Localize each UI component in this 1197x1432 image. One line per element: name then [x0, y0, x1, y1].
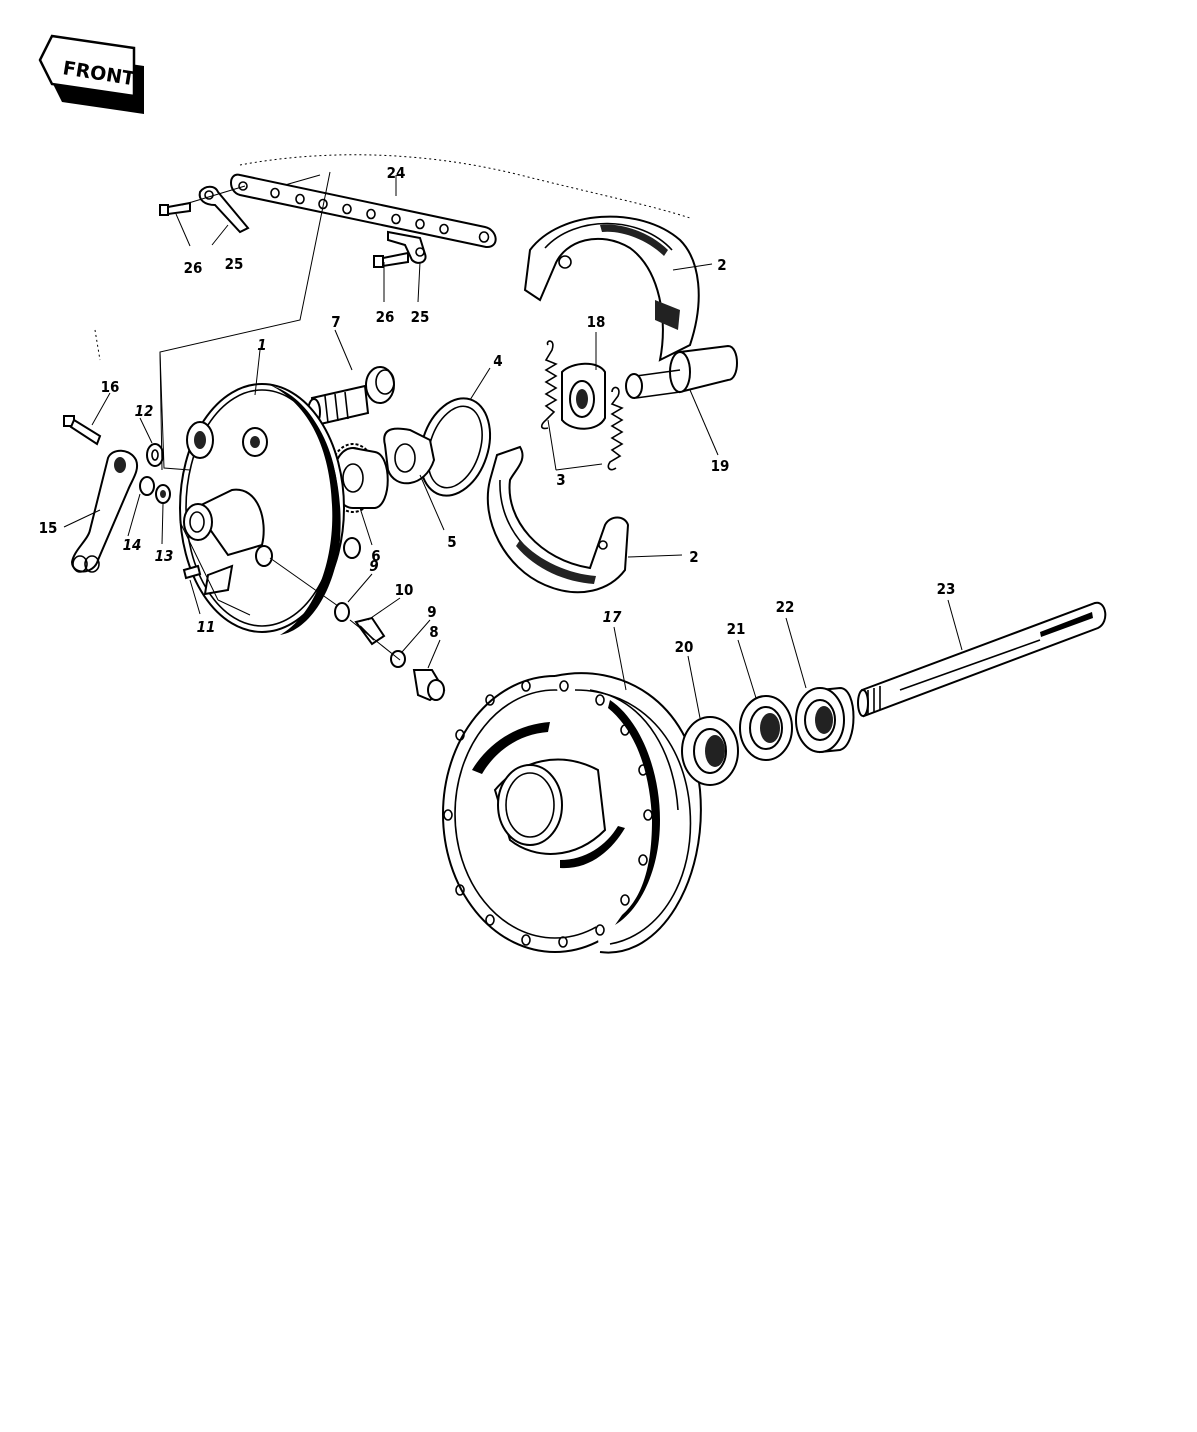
- part-label-19: 19: [711, 457, 730, 475]
- bolt-right: [373, 251, 409, 268]
- part-label-8: 8: [429, 623, 438, 641]
- part-label-9: 9: [369, 557, 378, 575]
- part-label-6: 6: [371, 547, 380, 565]
- brake-cam: [307, 366, 395, 427]
- speedometer-bushing: [412, 669, 446, 702]
- speedometer-pinion: [354, 616, 386, 646]
- return-springs: [540, 340, 624, 471]
- part-label-26: 26: [184, 259, 203, 277]
- brake-cam-shaft: [625, 344, 738, 399]
- part-label-18: 18: [587, 313, 606, 331]
- callout-lines: [63, 175, 963, 719]
- part-label-9: 9: [427, 603, 436, 621]
- brake-shoe-lower: [486, 445, 630, 594]
- bearing-21: [739, 695, 793, 761]
- part-label-20: 20: [675, 638, 694, 656]
- brake-panel: [179, 383, 361, 635]
- washer-9-upper: [334, 602, 350, 622]
- part-label-22: 22: [776, 598, 795, 616]
- bearing-20: [681, 716, 739, 786]
- wheel-hub: [442, 672, 702, 954]
- bearing-18: [561, 362, 606, 430]
- cam-lever-washer: [383, 427, 436, 485]
- part-label-4: 4: [493, 352, 502, 370]
- washer-14: [139, 476, 155, 496]
- part-label-24: 24: [387, 164, 406, 182]
- part-label-17: 17: [603, 608, 622, 626]
- front-axle: [857, 601, 1107, 718]
- part-label-2: 2: [689, 548, 698, 566]
- part-label-12: 12: [135, 402, 154, 420]
- spacer-22: [795, 686, 855, 754]
- lever-bolt: [63, 415, 102, 446]
- part-label-2: 2: [717, 256, 726, 274]
- part-label-16: 16: [101, 378, 120, 396]
- part-label-11: 11: [197, 618, 216, 636]
- part-label-15: 15: [39, 519, 58, 537]
- brake-shoe-upper: [523, 215, 700, 362]
- brake-rod-plate: [230, 173, 497, 249]
- part-label-21: 21: [727, 620, 746, 638]
- part-label-13: 13: [155, 547, 174, 565]
- set-screw: [182, 564, 202, 580]
- part-label-25: 25: [411, 308, 430, 326]
- part-label-7: 7: [331, 313, 340, 331]
- front-arrow-icon: FRONT: [38, 34, 144, 114]
- part-label-5: 5: [447, 533, 456, 551]
- part-label-14: 14: [123, 536, 142, 554]
- outline-trace-left: [94, 329, 101, 361]
- part-label-10: 10: [395, 581, 414, 599]
- part-callouts: 1223456789910111213141516171819202122232…: [39, 164, 956, 656]
- bolt-left: [159, 201, 191, 216]
- part-label-25: 25: [225, 255, 244, 273]
- part-label-1: 1: [257, 336, 266, 354]
- part-label-23: 23: [937, 580, 956, 598]
- part-label-3: 3: [556, 471, 565, 489]
- washer-12: [146, 443, 164, 467]
- brake-lever: [70, 449, 138, 573]
- leader-lines: [159, 171, 401, 661]
- part-label-26: 26: [376, 308, 395, 326]
